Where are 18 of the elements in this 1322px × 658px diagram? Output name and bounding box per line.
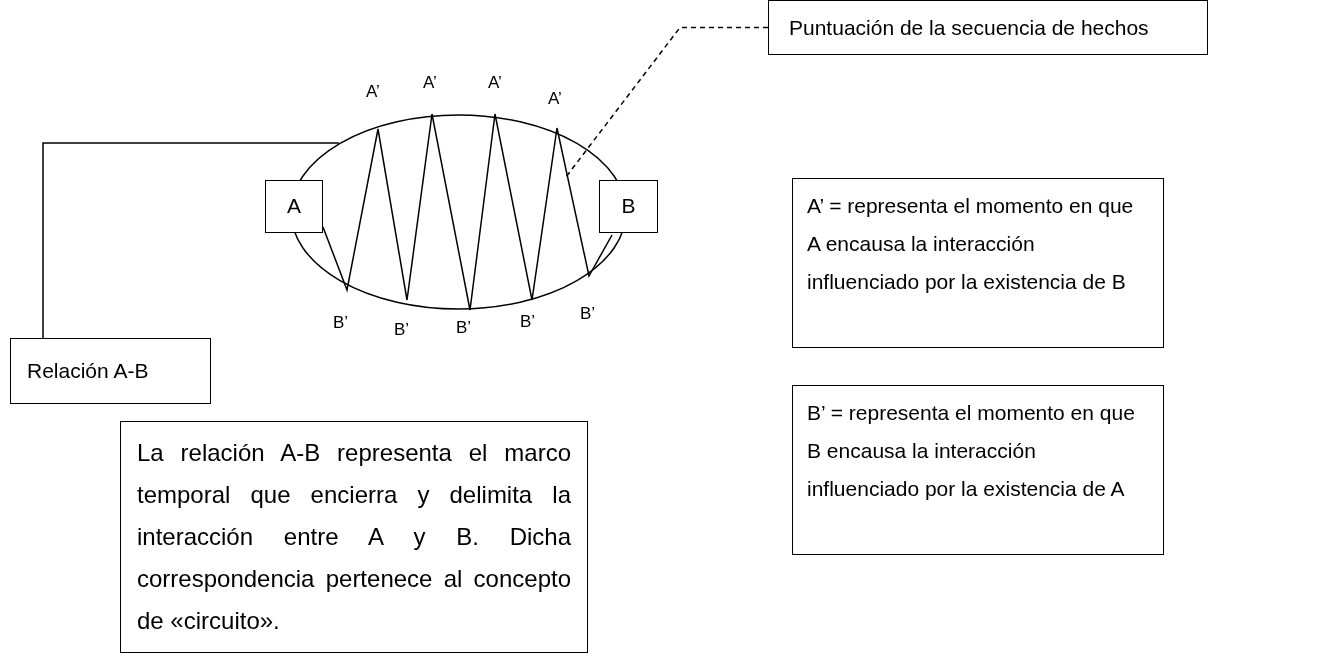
point-label: A’ <box>488 73 502 93</box>
leader-line <box>564 26 769 179</box>
text-box: A’ = representa el momento en que A encausa la interacción influenciado por la existencia de B <box>792 178 1164 348</box>
point-label: A’ <box>548 89 562 109</box>
point-label: A’ <box>366 82 380 102</box>
text-box: B’ = representa el momento en que B encausa la interacción influenciado por la existencia de A <box>792 385 1164 555</box>
letter-box: A <box>265 180 323 233</box>
text-box: Puntuación de la secuencia de hechos <box>768 0 1208 55</box>
letter-box: B <box>599 180 658 233</box>
point-label: B’ <box>580 304 596 324</box>
leader-line <box>42 142 340 339</box>
text-box: Relación A-B <box>10 338 211 404</box>
point-label: B’ <box>456 318 472 338</box>
point-label: A’ <box>423 73 437 93</box>
point-label: B’ <box>520 312 536 332</box>
point-label: B’ <box>333 313 349 333</box>
text-box: La relación A-B representa el marco temporal que encierra y delimita la interacción entre A y B. Dicha correspondencia pertenece al concepto de «circuito». <box>120 421 588 653</box>
point-label: B’ <box>394 320 410 340</box>
